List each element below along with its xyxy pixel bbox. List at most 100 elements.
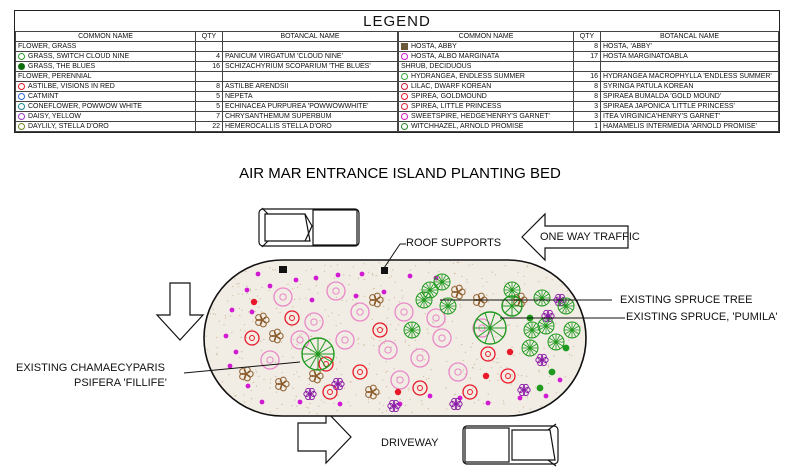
daylily-symbol-icon <box>309 368 324 384</box>
legend-botanical-name: HEMEROCALLIS STELLA D'ORO <box>222 121 398 132</box>
chamaecyparis-label-line1: EXISTING CHAMAECYPARIS <box>16 362 165 374</box>
legend-common-name: SPIREA, GOLDMOUND <box>411 93 487 100</box>
hosta-symbol-icon <box>335 330 355 350</box>
plant-dot-icon <box>337 401 343 407</box>
olive-circle-icon <box>18 122 25 130</box>
grass-symbol-icon <box>433 273 451 291</box>
hosta-symbol-icon <box>273 287 293 307</box>
plant-dot-icon <box>245 383 251 389</box>
plant-dot-icon <box>249 309 255 315</box>
hosta-symbol-icon <box>304 312 324 332</box>
plant-dot-icon <box>485 400 491 406</box>
plant-dot-icon <box>250 298 258 306</box>
spirea-symbol-icon <box>462 384 478 400</box>
hosta-symbol-icon <box>394 302 414 322</box>
hosta-symbol-icon <box>378 340 398 360</box>
daisy-symbol-icon <box>517 383 531 397</box>
plant-dot-icon <box>313 275 319 281</box>
daylily-symbol-icon <box>275 376 290 392</box>
existing-spruce-pumila-label: EXISTING SPRUCE, 'PUMILA' <box>626 311 778 323</box>
legend-common-name: WITCHHAZEL, ARNOLD PROMISE <box>411 123 524 130</box>
plant-dot-icon <box>557 377 563 383</box>
plant-dot-icon <box>267 283 273 289</box>
legend-common-name: HYDRANGEA, ENDLESS SUMMER <box>411 73 525 80</box>
down-arrow-icon <box>155 282 205 341</box>
red-circle-icon <box>401 92 408 100</box>
driveway-arrow-icon <box>297 409 352 465</box>
hosta-symbol-icon <box>350 302 370 322</box>
spirea-symbol-icon <box>244 330 260 346</box>
grass-symbol-icon <box>533 289 551 307</box>
spirea-symbol-icon <box>412 380 428 396</box>
plant-dot-icon <box>297 399 303 405</box>
spirea-symbol-icon <box>322 384 338 400</box>
hosta-symbol-icon <box>448 362 468 382</box>
daisy-symbol-icon <box>303 387 317 401</box>
spirea-symbol-icon <box>480 346 496 362</box>
plant-dot-icon <box>353 293 359 299</box>
daylily-symbol-icon <box>239 366 254 382</box>
grass-symbol-icon <box>547 333 565 351</box>
dark-green-circle-icon <box>18 62 25 70</box>
daylily-symbol-icon <box>269 328 284 344</box>
green-circle-icon <box>401 122 408 130</box>
red-circle-icon <box>401 102 408 110</box>
plant-symbols <box>223 271 581 413</box>
plant-dot-icon <box>394 388 402 396</box>
plant-dot-icon <box>259 399 265 405</box>
daylily-symbol-icon <box>255 312 270 328</box>
spruce-pumila-icon <box>473 311 507 345</box>
grass-symbol-icon <box>523 321 541 339</box>
legend-common-name: CATMINT <box>28 93 59 100</box>
red-circle-icon <box>18 82 25 90</box>
hosta-symbol-icon <box>260 350 280 370</box>
legend-common-name: SPIREA, LITTLE PRINCESS <box>411 103 502 110</box>
plant-dot-icon <box>457 395 463 401</box>
plant-dot-icon <box>562 344 570 352</box>
daylily-symbol-icon <box>365 384 380 400</box>
grass-symbol-icon <box>415 291 433 309</box>
chamaecyparis-label-line2: PSIFERA 'FILLIFE' <box>74 377 167 389</box>
car-icon-bottom <box>462 423 559 467</box>
one-way-traffic-label: ONE WAY TRAFFIC <box>540 231 640 243</box>
hosta-symbol-icon <box>426 308 446 328</box>
plant-dot-icon <box>517 395 523 401</box>
daylily-symbol-icon <box>369 292 384 308</box>
grass-symbol-icon <box>521 339 539 357</box>
brown-square-icon <box>401 42 408 50</box>
roof-support-icon <box>279 266 388 274</box>
hosta-symbol-icon <box>390 370 410 390</box>
plant-dot-icon <box>293 277 299 283</box>
hosta-symbol-icon <box>432 328 452 348</box>
plant-dot-icon <box>427 393 433 399</box>
legend-botanical-name: HAMAMELIS INTERMEDIA 'ARNOLD PROMISE' <box>600 121 779 132</box>
spirea-symbol-icon <box>500 368 516 384</box>
grass-symbol-icon <box>563 321 581 339</box>
leader-lines <box>183 243 625 374</box>
legend-common-name: HOSTA, ALBO MARGINATA <box>411 53 500 60</box>
spirea-symbol-icon <box>352 364 368 380</box>
one-way-arrow-icon <box>521 212 629 262</box>
legend-common-name: CONEFLOWER, POWWOW WHITE <box>28 103 142 110</box>
roof-supports-label: ROOF SUPPORTS <box>406 237 502 249</box>
green-circle-icon <box>18 52 25 60</box>
car-icon-top <box>258 207 360 248</box>
plant-dot-icon <box>309 297 315 303</box>
plant-dot-icon <box>227 363 233 369</box>
hosta-symbol-icon <box>410 348 430 368</box>
legend-common-name: GRASS, SWITCH CLOUD NINE <box>28 53 130 60</box>
magenta-circle-icon <box>401 112 408 120</box>
plant-dot-icon <box>506 348 514 356</box>
plant-dot-icon <box>407 273 413 279</box>
plant-dot-icon <box>536 384 544 392</box>
plant-dot-icon <box>359 271 365 277</box>
daisy-symbol-icon <box>387 399 401 413</box>
plant-dot-icon <box>335 272 341 278</box>
legend-common-name: HOSTA, ABBY <box>411 43 457 50</box>
existing-spruce-tree-label: EXISTING SPRUCE TREE <box>620 294 753 306</box>
green-circle-icon <box>401 72 408 80</box>
